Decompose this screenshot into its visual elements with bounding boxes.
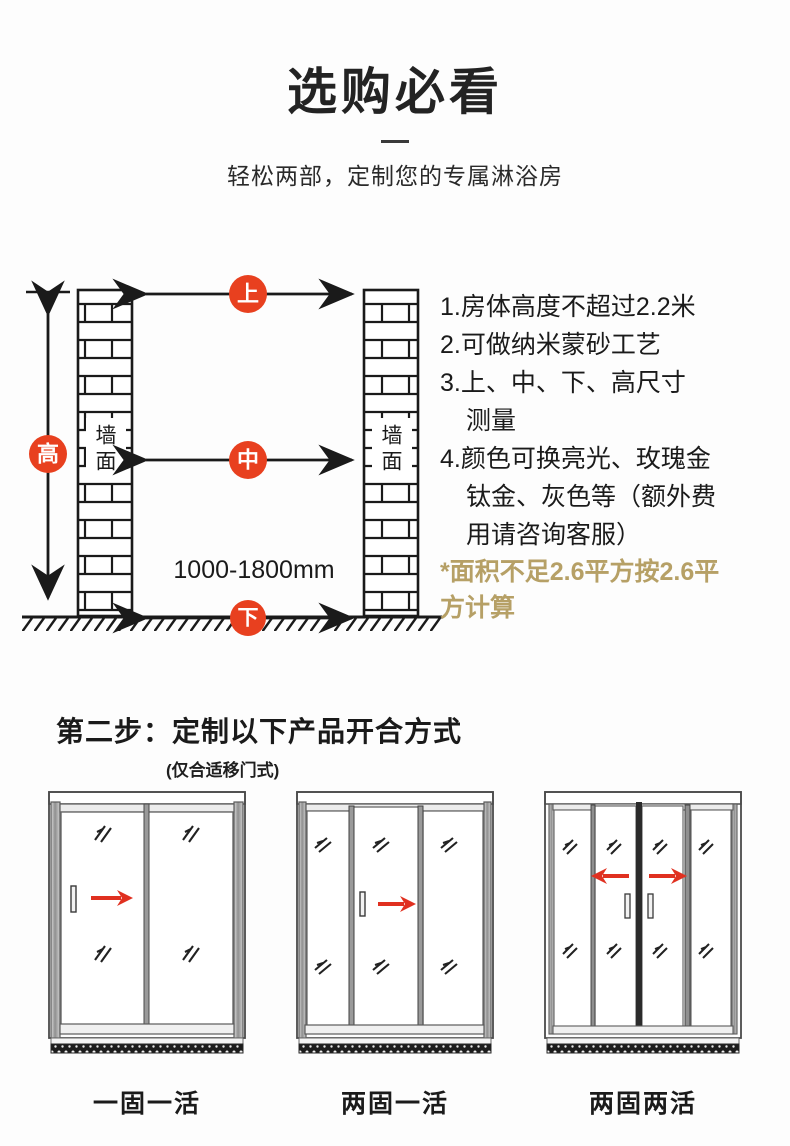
spec-item: 2.可做纳米蒙砂工艺 <box>440 331 661 359</box>
step2-header: 第二步：定制以下产品开合方式 (仅合适移门式) <box>56 710 462 781</box>
door-option-label: 两固两活 <box>588 1090 697 1118</box>
spec-list: 1.房体高度不超过2.2米 2.可做纳米蒙砂工艺 3.上、中、下、高尺寸 测量 … <box>440 288 780 626</box>
direction-arrow-right-icon <box>91 890 133 906</box>
svg-text:面: 面 <box>382 451 403 474</box>
page-header: 选购必看 轻松两部，定制您的专属淋浴房 <box>0 0 790 191</box>
glass-sparkle-icon <box>314 837 458 975</box>
door-diagram-2 <box>296 791 494 1054</box>
svg-text:墙: 墙 <box>382 425 403 448</box>
direction-arrow-left-icon <box>591 868 629 884</box>
door-option-3[interactable]: 两固两活 <box>530 788 756 1120</box>
badge-height-label: 高 <box>37 442 59 467</box>
door-diagram-3 <box>544 791 742 1054</box>
badge-bottom-label: 下 <box>238 607 259 630</box>
door-option-1[interactable]: 一固一活 <box>34 788 260 1120</box>
width-range-label: 1000-1800mm <box>173 556 334 584</box>
door-options: 一固一活 <box>0 788 790 1120</box>
door-handle-icon <box>70 885 77 913</box>
spec-item: 3.上、中、下、高尺寸 <box>440 369 686 397</box>
door-handle-icon <box>624 893 631 919</box>
spec-note: 方计算 <box>440 594 516 622</box>
glass-sparkle-icon <box>94 825 200 963</box>
door-option-label: 一固一活 <box>92 1090 201 1118</box>
page-title: 选购必看 <box>287 64 503 120</box>
spec-item: 用请咨询客服） <box>466 521 642 549</box>
door-option-2[interactable]: 两固一活 <box>282 788 508 1120</box>
badge-bottom: 下 <box>230 600 266 636</box>
door-diagram-1 <box>48 791 246 1054</box>
badge-middle: 中 <box>229 441 267 479</box>
spec-item: 1.房体高度不超过2.2米 <box>440 293 696 321</box>
spec-note: *面积不足2.6平方按2.6平 <box>440 558 720 586</box>
spec-item: 4.颜色可换亮光、玫瑰金 <box>440 445 711 473</box>
measurement-diagram: 高 上 中 下 墙 面 墙 面 1000-1800mm <box>22 268 442 668</box>
wall-left-label: 墙 面 <box>96 425 117 474</box>
wall-right-label: 墙 面 <box>382 425 403 474</box>
glass-sparkle-icon <box>562 839 714 959</box>
wall-right <box>362 288 420 618</box>
door-handle-icon <box>359 891 366 917</box>
badge-height: 高 <box>29 435 67 473</box>
direction-arrow-right-icon <box>649 868 687 884</box>
door-handle-icon <box>647 893 654 919</box>
svg-text:面: 面 <box>96 451 117 474</box>
badge-middle-label: 中 <box>237 448 259 473</box>
page-subtitle: 轻松两部，定制您的专属淋浴房 <box>227 162 563 189</box>
badge-top-label: 上 <box>237 282 259 307</box>
spec-item: 测量 <box>466 407 517 435</box>
title-divider <box>381 139 409 143</box>
svg-text:墙: 墙 <box>96 425 117 448</box>
step2-subtitle: (仅合适移门式) <box>166 761 280 780</box>
spec-item: 钛金、灰色等（额外费 <box>466 483 717 511</box>
step2-title: 第二步：定制以下产品开合方式 <box>56 716 463 747</box>
direction-arrow-right-icon <box>378 896 416 912</box>
badge-top: 上 <box>229 275 267 313</box>
door-option-label: 两固一活 <box>340 1090 449 1118</box>
